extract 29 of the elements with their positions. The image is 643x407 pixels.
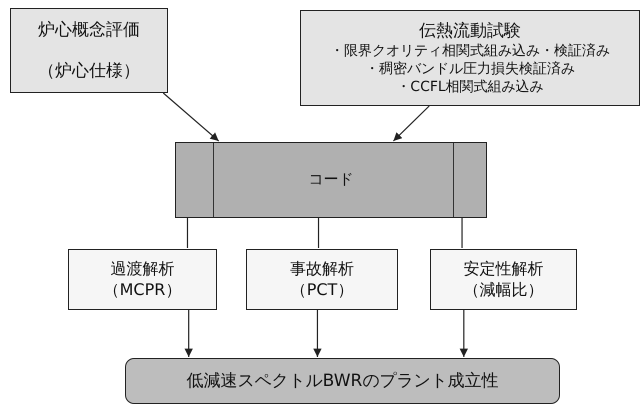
arrow <box>313 310 322 357</box>
input-box <box>10 8 168 93</box>
connector-line <box>318 218 320 248</box>
arrow <box>460 310 468 357</box>
analysis-box <box>68 249 217 310</box>
analysis-box <box>246 249 398 310</box>
node-text: ・限界クオリティ相関式組み込み・検証済み <box>330 42 610 60</box>
node-text: ・稠密バンドル圧力損失検証済み <box>365 60 575 78</box>
node-title: 低減速スペクトルBWRのプラント成立性 <box>186 370 498 392</box>
result-box <box>125 358 560 404</box>
analysis-box <box>430 249 577 310</box>
node-title: コード <box>308 170 354 190</box>
node-title: 過渡解析 <box>110 258 174 280</box>
arrow <box>392 106 430 142</box>
input-box <box>300 10 640 106</box>
node-text: （減幅比） <box>464 280 544 300</box>
node-title: 安定性解析 <box>464 258 544 280</box>
arrow <box>184 310 193 357</box>
node-title: 事故解析 <box>290 258 354 280</box>
node-title: 炉心概念評価 <box>38 19 140 42</box>
node-text: （MCPR） <box>104 280 182 300</box>
node-text: （炉心仕様） <box>38 60 140 82</box>
process-box <box>175 142 487 218</box>
node-text: （PCT） <box>290 280 354 300</box>
node-title: 伝熱流動試験 <box>419 20 521 42</box>
connector-line <box>186 218 188 248</box>
arrow <box>162 92 220 142</box>
connector-line <box>461 218 463 248</box>
node-text: ・CCFL相関式組み込み <box>396 78 544 96</box>
